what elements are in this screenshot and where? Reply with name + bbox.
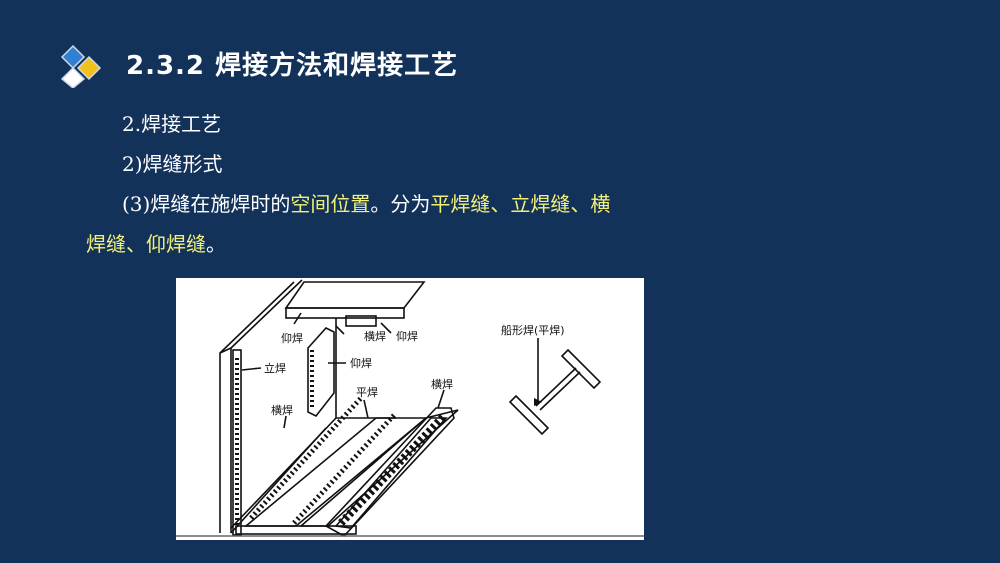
text-plain: (3)焊缝在施焊时的	[122, 192, 291, 216]
text-highlight: 焊缝、仰焊缝	[86, 232, 206, 256]
text-plain: 。分为	[370, 192, 431, 216]
text-highlight: 空间位置	[290, 192, 371, 216]
text-highlight: 平焊缝、立焊缝、横	[430, 192, 611, 216]
text-line-4: 焊缝、仰焊缝。	[86, 230, 226, 258]
label-overhead-mid: 仰焊	[350, 356, 372, 370]
text-line-1: 2.焊接工艺	[122, 112, 222, 136]
label-horizontal-top: 横焊	[364, 329, 386, 343]
label-horizontal-left: 横焊	[271, 403, 293, 417]
label-flat: 平焊	[356, 385, 378, 399]
label-vertical: 立焊	[264, 361, 286, 375]
text-plain: 。	[206, 232, 226, 256]
weld-position-diagram: 仰焊 横焊 仰焊 立焊 仰焊 平焊 横焊 横焊 船形焊(平焊)	[176, 278, 644, 540]
text-line-2: 2)焊缝形式	[122, 152, 223, 176]
label-boat-weld: 船形焊(平焊)	[501, 323, 565, 337]
label-horizontal-right: 横焊	[431, 377, 453, 391]
text-line-3: (3)焊缝在施焊时的空间位置。分为平焊缝、立焊缝、横	[122, 190, 610, 218]
slide-title: 2.3.2 焊接方法和焊接工艺	[126, 51, 459, 81]
label-overhead-right: 仰焊	[396, 329, 418, 343]
logo-icon	[60, 44, 104, 89]
label-overhead-top: 仰焊	[281, 331, 303, 345]
